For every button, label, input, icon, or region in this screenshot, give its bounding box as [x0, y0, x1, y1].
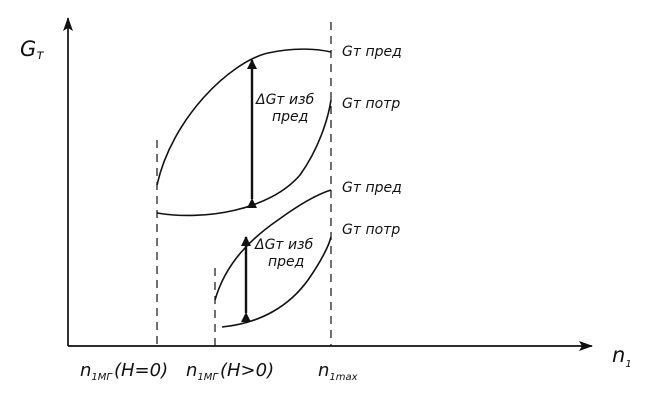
upper-required-curve: [156, 99, 332, 217]
tick-label-n1max: n1max: [318, 360, 358, 383]
tick-label-n1mg-h0: n1МГ(H=0): [80, 360, 168, 383]
lower-delta-sublabel: пред: [268, 254, 304, 270]
lower-available-label: Gт пред: [342, 180, 402, 196]
upper-available-label: Gт пред: [342, 44, 402, 60]
lower-delta-label: ΔGт изб: [254, 237, 314, 253]
upper-available-curve: [156, 48, 332, 186]
tick-label-n1mg-hgt0: n1МГ(H>0): [186, 360, 274, 383]
x-axis-label: n1: [612, 343, 632, 370]
upper-delta-sublabel: пред: [272, 109, 308, 125]
upper-delta-label: ΔGт изб: [255, 92, 315, 108]
upper-required-label: Gт потр: [342, 96, 400, 112]
lower-required-label: Gт потр: [342, 222, 400, 238]
lower-available-curve: [214, 189, 332, 301]
y-axis-label: Gт: [20, 37, 44, 63]
